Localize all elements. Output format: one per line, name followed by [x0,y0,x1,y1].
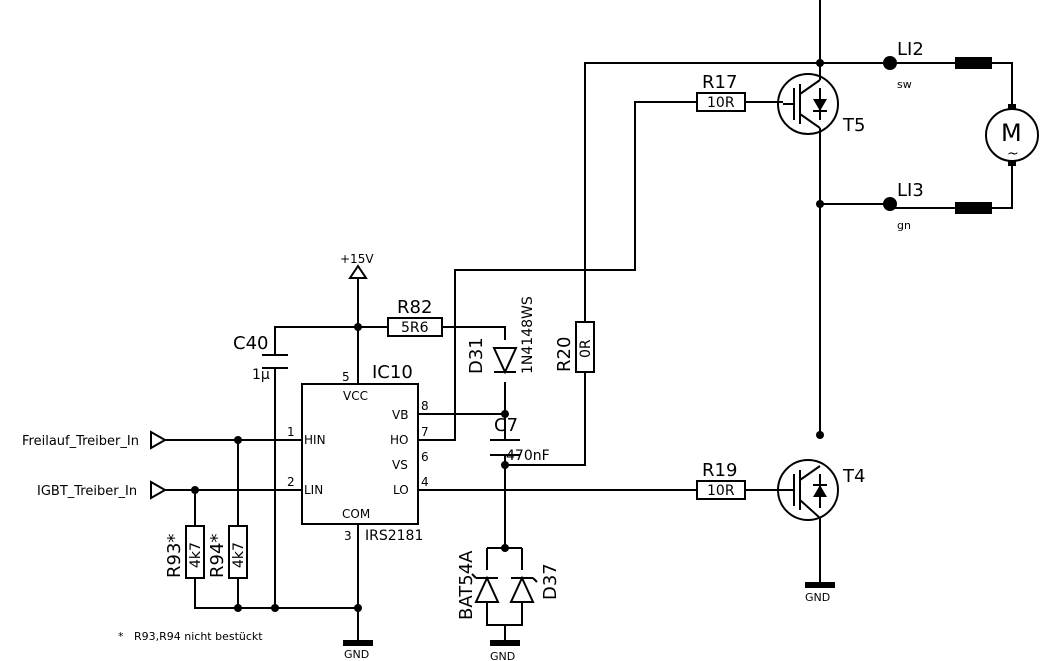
resistor-r20: R20 0R [554,321,595,373]
pin-lo-num: 4 [421,475,429,489]
t4-ref: T4 [842,466,865,487]
c40-value: 1µ [252,367,270,383]
ground-ic: GND [343,640,373,661]
pin-vs-num: 6 [421,450,429,464]
ground-d37-label: GND [490,650,515,661]
pin-com-num: 3 [344,529,352,543]
motor: M ~ [985,104,1039,166]
ic-ref: IC10 [372,362,413,383]
pin-lin-num: 2 [287,475,295,489]
resistor-r94: R94* 4k7 [207,525,248,579]
assembly-note: * R93,R94 nicht bestückt [118,630,263,643]
supply-15v: +15V [340,252,374,279]
li2-ref: LI2 [897,39,924,60]
pin-hin-num: 1 [287,425,295,439]
resistor-r93: R93* 4k7 [164,525,205,579]
diode-d31: D31 1N4148WS [466,296,536,375]
r19-value: 10R [707,483,735,499]
li3-ref: LI3 [897,180,924,201]
c7-value: 470nF [506,448,550,464]
li2-color: sw [897,78,912,91]
r20-ref: R20 [554,337,575,372]
r82-value: 5R6 [401,320,429,336]
ic-part: IRS2181 [365,528,423,544]
input-igbt: IGBT_Treiber_In [37,480,168,500]
c7-ref: C7 [494,415,518,436]
input-freilauf: Freilauf_Treiber_In [22,430,168,450]
pin-hin-name: HIN [304,433,326,447]
freilauf-label: Freilauf_Treiber_In [22,434,139,449]
li2-wire [955,57,992,69]
resistor-r19: R19 10R [696,460,746,500]
d37-value: BAT54A [456,550,477,620]
r94-value: 4k7 [231,542,247,568]
t5-ref: T5 [842,115,865,136]
pin-ho-name: HO [390,433,408,447]
pin-vb-num: 8 [421,399,429,413]
ic-irs2181: IC10 IRS2181 5 VCC 1 HIN 2 LIN 8 VB 7 HO… [287,362,429,544]
resistor-r17: R17 10R [696,72,746,112]
igbt-t4: T4 [777,459,865,521]
pin-vcc-name: VCC [343,389,368,403]
r82-ref: R82 [397,297,432,318]
pin-lo-name: LO [393,483,409,497]
r93-value: 4k7 [188,542,204,568]
junction-dots [191,59,824,612]
pin-com-name: COM [342,507,370,521]
ground-ic-label: GND [344,648,369,661]
ground-d37: GND [490,640,520,661]
r94-ref: R94* [207,534,228,578]
r17-value: 10R [707,95,735,111]
motor-symbol: M [1001,119,1022,147]
li3-color: gn [897,219,911,232]
connector-li3: LI3 gn [883,180,992,232]
r19-ref: R19 [702,460,737,481]
r17-ref: R17 [702,72,737,93]
diode-d37: BAT54A D37 [456,550,561,620]
capacitor-c40: C40 1µ [233,333,288,383]
connector-li2: LI2 sw [883,39,992,91]
ground-t4-label: GND [805,591,830,604]
pin-vcc-num: 5 [342,370,350,384]
motor-tilde: ~ [1007,146,1019,162]
supply-label: +15V [340,252,374,266]
igbt-label: IGBT_Treiber_In [37,484,137,499]
d31-value: 1N4148WS [520,296,536,374]
capacitor-c7: C7 470nF [490,415,550,464]
c40-ref: C40 [233,333,268,354]
ground-t4: GND [805,582,835,604]
resistor-r82: R82 5R6 [387,297,443,337]
r20-value: 0R [578,339,594,358]
igbt-t5: T5 [777,73,865,136]
r93-ref: R93* [164,534,185,578]
pin-vs-name: VS [392,458,408,472]
li3-wire [955,202,992,214]
d37-ref: D37 [540,563,561,600]
d31-ref: D31 [466,337,487,374]
pin-ho-num: 7 [421,425,429,439]
wires [165,0,1013,640]
pin-vb-name: VB [392,408,408,422]
pin-lin-name: LIN [304,483,323,497]
